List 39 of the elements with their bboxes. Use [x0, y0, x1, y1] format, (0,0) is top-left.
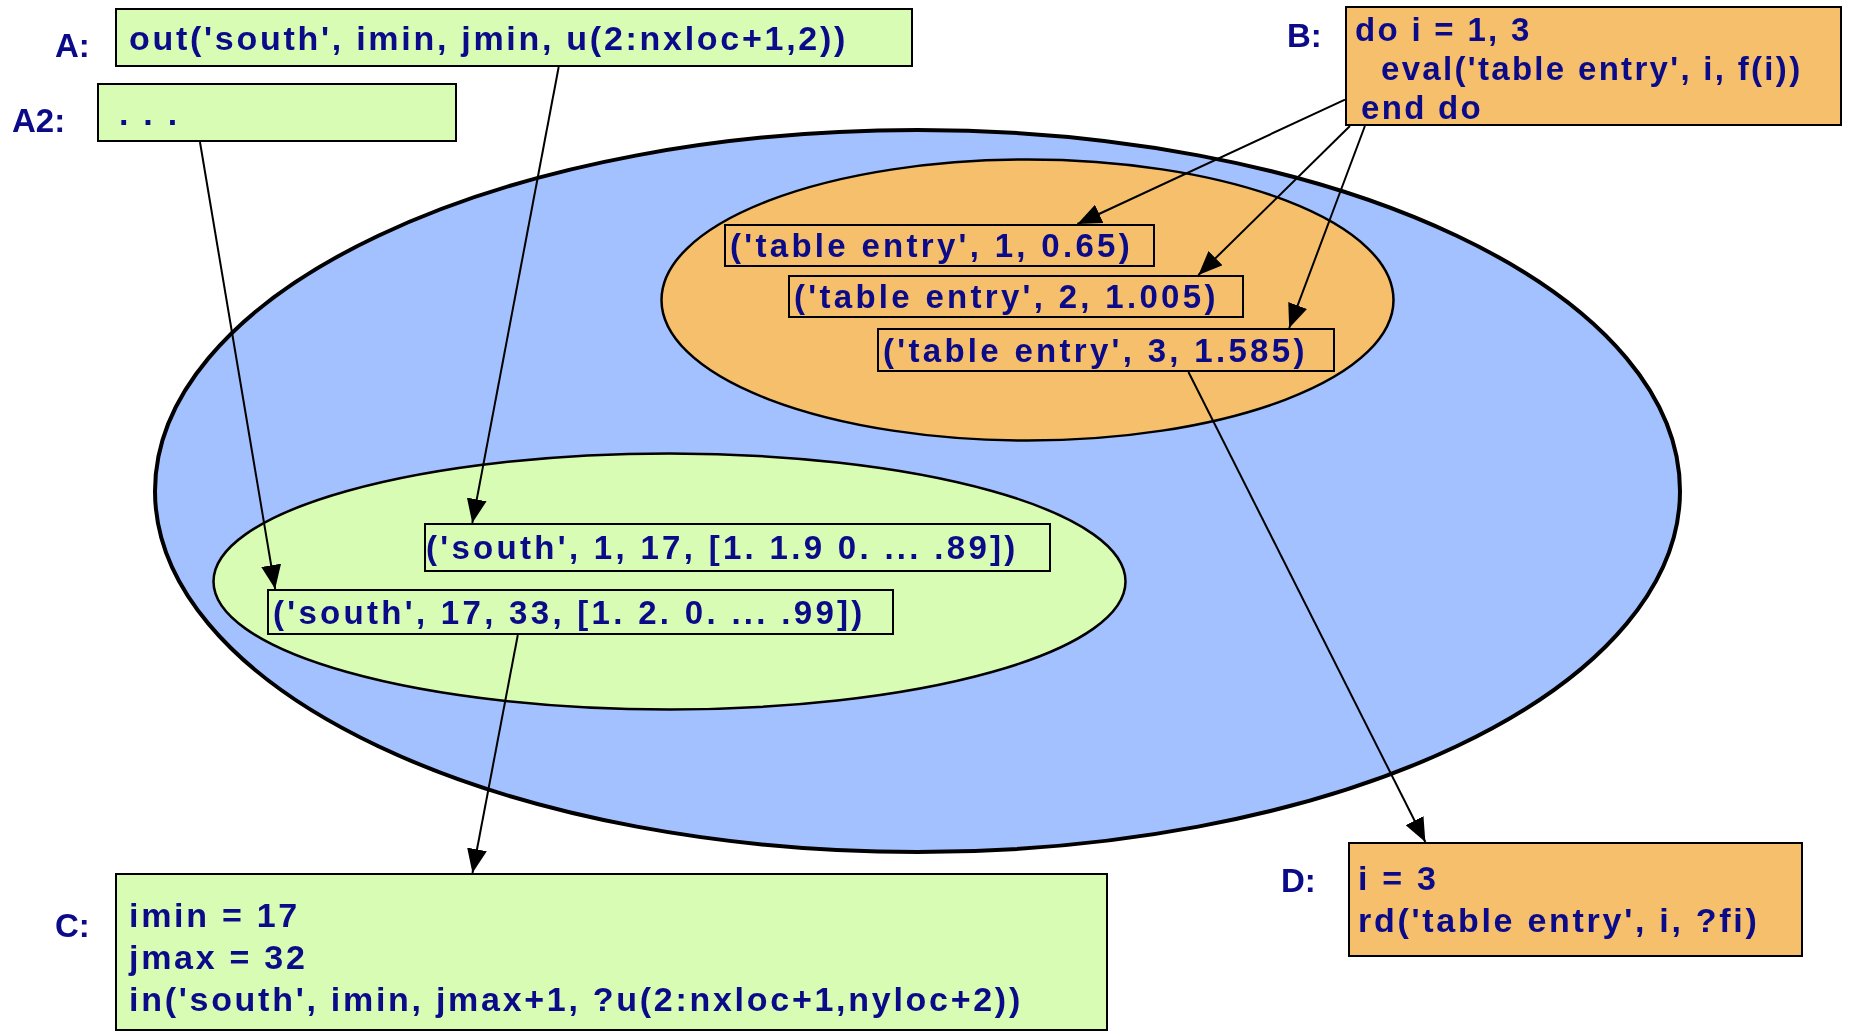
- code-text: ('south', 17, 33, [1. 2. 0. ... .99]): [273, 594, 866, 630]
- code-text: out('south', imin, jmin, u(2:nxloc+1,2)): [129, 19, 849, 56]
- code-text: ('table entry', 1, 0.65): [730, 228, 1133, 263]
- code-text: . . .: [119, 94, 180, 131]
- arrow: [1187, 371, 1427, 843]
- box-label: D:: [1281, 863, 1316, 897]
- code-text: in('south', imin, jmax+1, ?u(2:nxloc+1,nyloc+2)): [129, 981, 1024, 1017]
- code-text: ('table entry', 2, 1.005): [794, 279, 1219, 314]
- arrow: [1288, 125, 1366, 329]
- arrow: [467, 634, 519, 874]
- box-label: A2:: [12, 103, 66, 137]
- code-box: [267, 589, 894, 635]
- code-text: ('table entry', 3, 1.585): [883, 332, 1308, 368]
- code-text: i = 3: [1358, 860, 1440, 896]
- ellipse-region: [211, 451, 1128, 712]
- code-box: [1345, 6, 1842, 126]
- code-text: do i = 1, 3: [1355, 12, 1533, 47]
- code-text: jmax = 32: [129, 939, 309, 975]
- box-label: B:: [1287, 18, 1322, 52]
- arrow: [1076, 98, 1346, 225]
- code-box: [115, 873, 1108, 1031]
- code-box: [115, 8, 913, 67]
- code-text: rd('table entry', i, ?fi): [1358, 902, 1761, 938]
- code-text: end do: [1360, 90, 1484, 125]
- arrow: [466, 66, 560, 524]
- code-box: [424, 523, 1051, 572]
- code-box: [724, 224, 1155, 267]
- ellipse-region: [659, 157, 1396, 443]
- box-label: C:: [55, 908, 90, 942]
- code-text: eval('table entry', i, f(i)): [1380, 51, 1804, 86]
- code-box: [1348, 842, 1803, 957]
- code-text: ('south', 1, 17, [1. 1.9 0. ... .89]): [426, 530, 1019, 565]
- arrow: [198, 141, 282, 590]
- code-box: [877, 328, 1335, 372]
- code-text: imin = 17: [129, 897, 301, 933]
- code-box: [97, 83, 457, 142]
- code-box: [788, 275, 1244, 318]
- box-label: A:: [55, 28, 90, 62]
- arrow: [1197, 125, 1351, 276]
